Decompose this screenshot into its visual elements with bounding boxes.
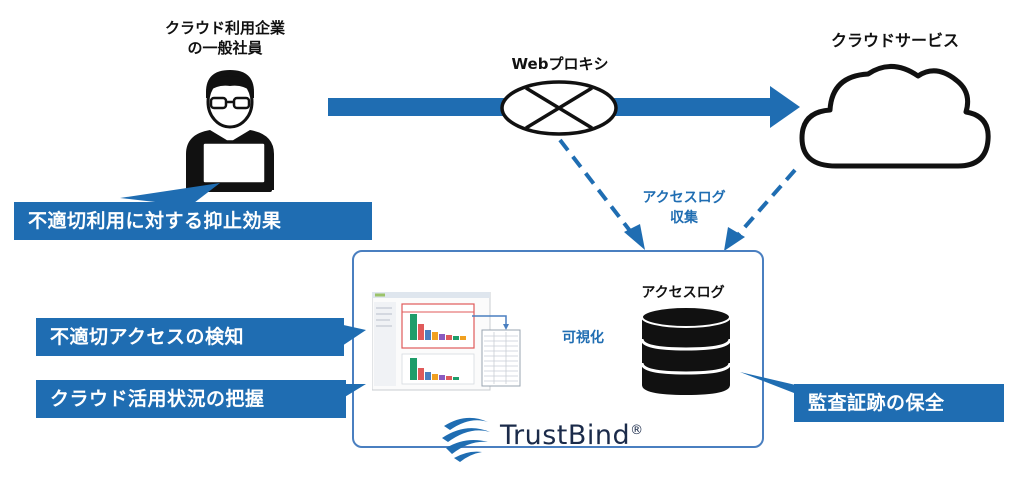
cloud-collect-arrowhead [724, 227, 745, 251]
brand-registered: ® [630, 423, 644, 438]
collect-label-line1: アクセスログ [642, 190, 726, 206]
collect-label-line2: 収集 [670, 210, 698, 226]
audit-callout-text: 監査証跡の保全 [808, 392, 945, 414]
database-icon [640, 306, 732, 395]
user-label-line1: クラウド利用企業 [164, 19, 285, 37]
proxy-label: Webプロキシ [511, 55, 609, 73]
proxy-collect-arrowhead [624, 224, 645, 250]
cloud-label: クラウドサービス [830, 31, 959, 50]
visualize-label: 可視化 [562, 330, 604, 346]
brand-name-text: TrustBind [500, 420, 631, 451]
brand-name: TrustBind® [500, 420, 644, 451]
usage-callout-text: クラウド活用状況の把握 [50, 388, 265, 410]
usage-callout: クラウド活用状況の把握 [36, 380, 346, 418]
user-label-line2: の一般社員 [187, 39, 263, 57]
proxy-icon [500, 80, 618, 136]
deterrence-callout: 不適切利用に対する抑止効果 [14, 202, 372, 240]
cloud-collect-dashed-arrow [735, 168, 797, 238]
dashboard-screenshot [372, 292, 521, 391]
trustbind-logo-icon [442, 417, 490, 462]
laptop-icon [196, 140, 272, 192]
detection-callout: 不適切アクセスの検知 [36, 318, 344, 356]
collect-label: アクセスログ 収集 [624, 188, 744, 228]
deterrence-callout-text: 不適切利用に対する抑止効果 [28, 210, 282, 232]
detection-callout-text: 不適切アクセスの検知 [50, 326, 245, 348]
user-label: クラウド利用企業 の一般社員 [150, 18, 300, 58]
db-label: アクセスログ [641, 285, 725, 301]
audit-callout: 監査証跡の保全 [794, 384, 1004, 422]
main-flow-arrowhead [770, 86, 800, 128]
cloud-icon [799, 64, 991, 169]
